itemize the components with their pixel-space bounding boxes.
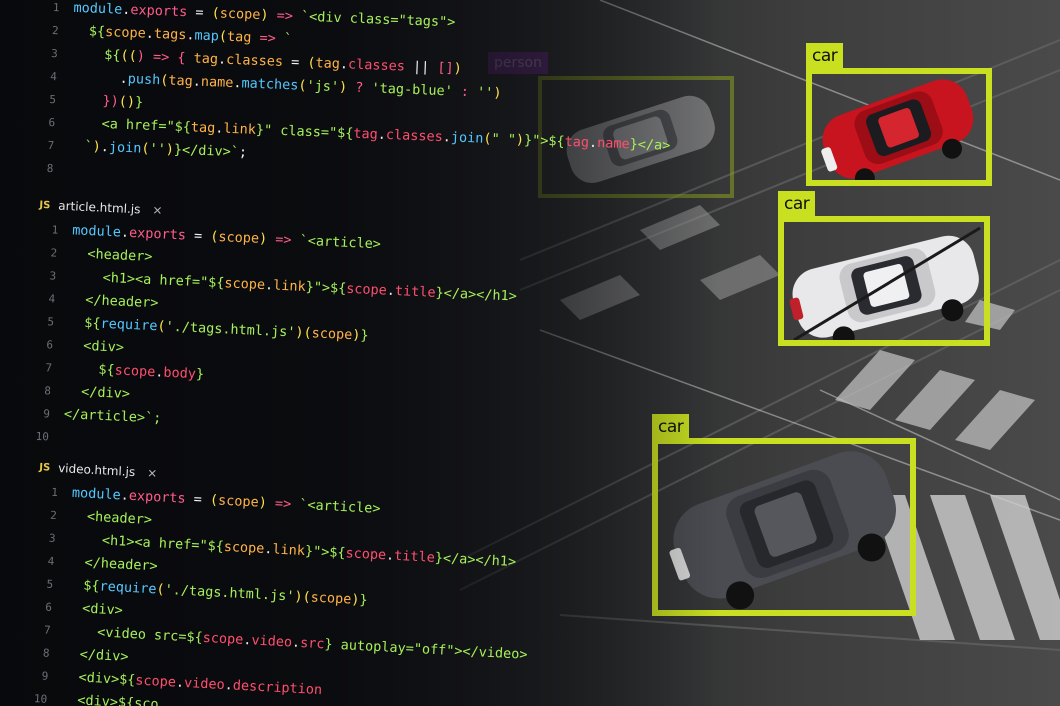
js-file-icon: JS — [39, 199, 51, 211]
js-file-icon: JS — [38, 461, 51, 474]
close-icon[interactable]: × — [146, 465, 158, 481]
close-icon[interactable]: × — [152, 202, 163, 218]
white-car — [784, 222, 984, 349]
tab-label: video.html.js — [57, 461, 136, 480]
detection-label-white-car: car — [778, 191, 816, 217]
detection-label-red-car: car — [806, 43, 844, 69]
grey-car — [662, 436, 906, 610]
detection-box-white-car[interactable] — [778, 216, 990, 346]
detection-box-red-car[interactable] — [806, 68, 992, 186]
tab-label: article.html.js — [57, 198, 141, 217]
code-text: })()} — [69, 91, 144, 111]
